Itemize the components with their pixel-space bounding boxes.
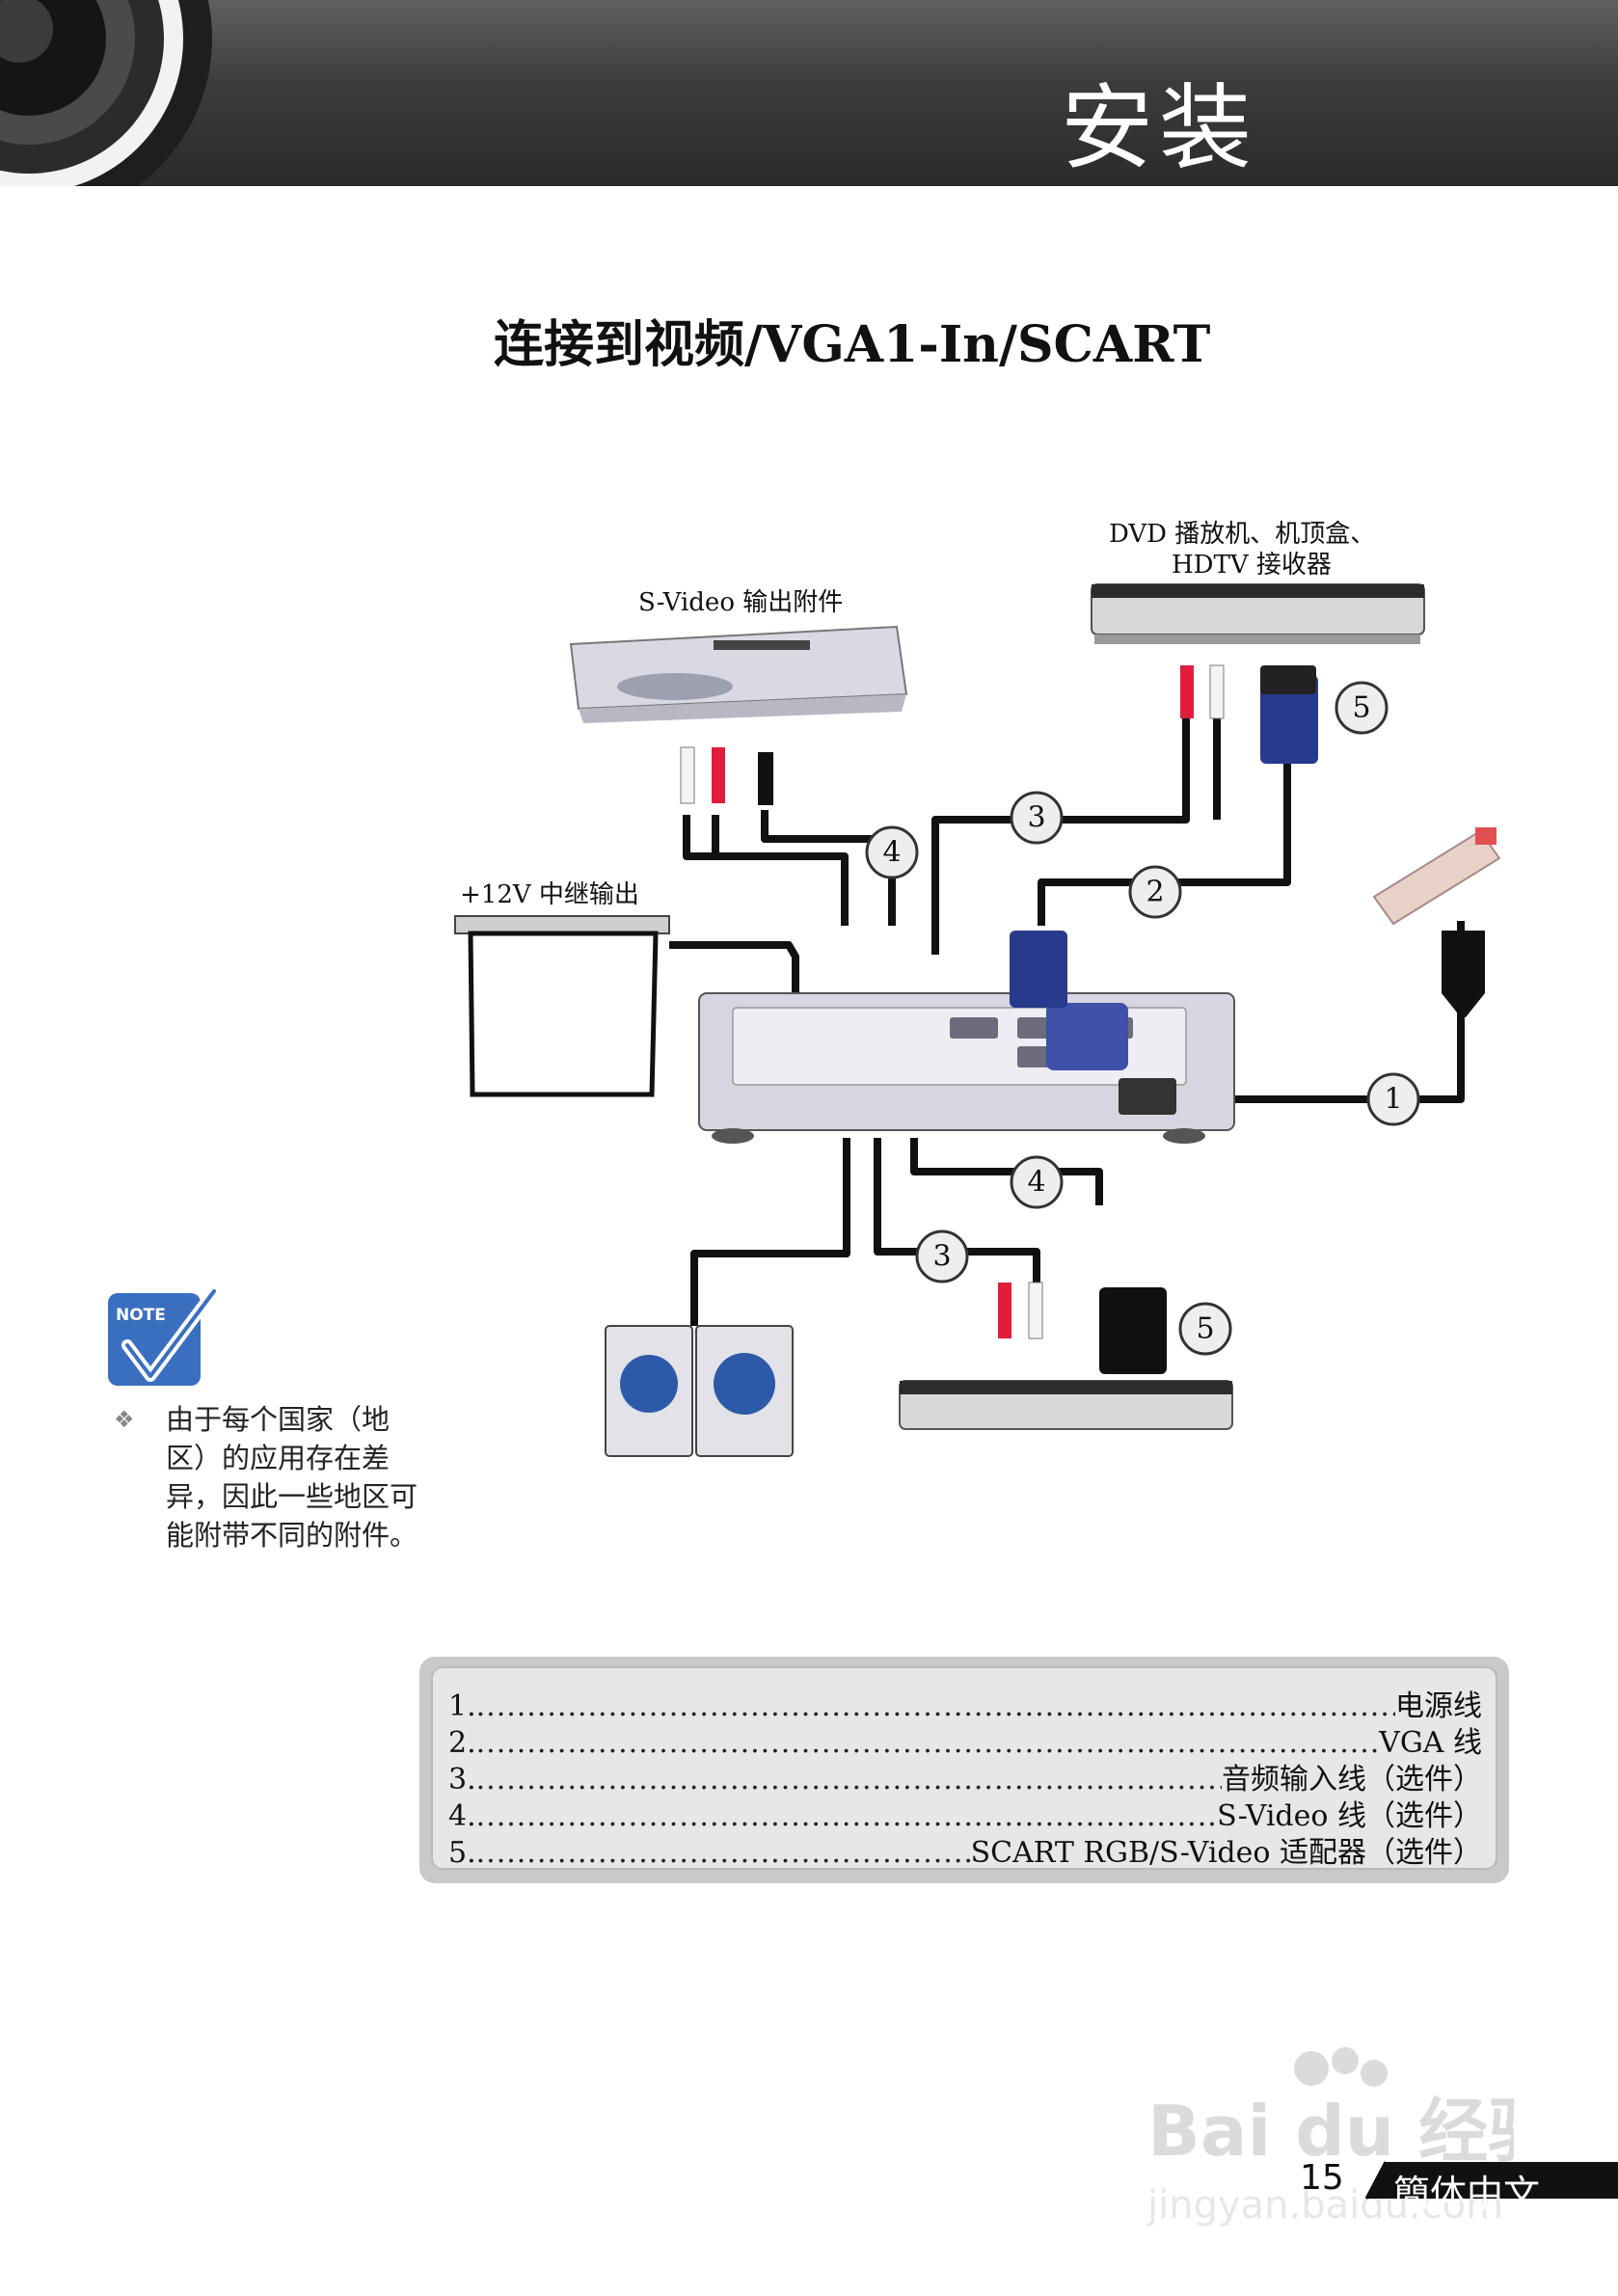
callout-3-bottom: 3 bbox=[915, 1229, 969, 1283]
projector bbox=[698, 992, 1235, 1144]
svideo-device-label: S-Video 输出附件 bbox=[638, 588, 843, 617]
svg-text:NOTE: NOTE bbox=[116, 1306, 166, 1325]
rca-plugs-bottom bbox=[998, 1282, 1043, 1339]
note-body: 由于每个国家（地区）的应用存在差异，因此一些地区可能附带不同的附件。 bbox=[166, 1403, 418, 1552]
legend-row: 5.SCART RGB/S-Video 适配器（选件） bbox=[448, 1828, 1482, 1870]
note-text: ❖ 由于每个国家（地区）的应用存在差异，因此一些地区可能附带不同的附件。 bbox=[114, 1400, 422, 1554]
projection-screen bbox=[454, 915, 670, 1097]
cable-legend: 1.电源线 2.VGA 线 3.音频输入线（选件） 4.S-Video 线（选件… bbox=[419, 1657, 1509, 1883]
callout-1: 1 bbox=[1366, 1072, 1420, 1126]
note-icon: NOTE bbox=[108, 1287, 220, 1386]
callout-5-bottom: 5 bbox=[1178, 1302, 1232, 1356]
svideo-device bbox=[569, 625, 908, 723]
dvd-label-line1: DVD 播放机、机顶盒、 bbox=[1109, 520, 1375, 549]
callout-4-top: 4 bbox=[865, 825, 919, 879]
page-title: 连接到视频/VGA1-In/SCART bbox=[494, 315, 1211, 374]
dvd-player-top bbox=[1091, 583, 1425, 644]
language-label: 簡体中文 bbox=[1393, 2173, 1541, 2215]
legend-row: 3.音频输入线（选件） bbox=[448, 1755, 1482, 1796]
vga-connector-top bbox=[1260, 675, 1318, 764]
callout-2: 2 bbox=[1128, 865, 1182, 919]
vga-connector-projector bbox=[1010, 931, 1067, 1008]
svg-text:Bai du 经验: Bai du 经验 bbox=[1147, 2091, 1514, 2172]
svg-text:4: 4 bbox=[1027, 1166, 1045, 1200]
section-title: 安装 bbox=[1061, 74, 1257, 182]
page-header: 安装 bbox=[0, 0, 1618, 186]
legend-row: 1.电源线 bbox=[448, 1682, 1482, 1723]
svg-text:3: 3 bbox=[932, 1240, 951, 1274]
diamond-bullet-icon: ❖ bbox=[114, 1406, 135, 1433]
scart-adapter-top bbox=[1260, 665, 1316, 694]
rca-plugs-top-left bbox=[680, 746, 773, 805]
svg-text:2: 2 bbox=[1146, 876, 1164, 909]
svg-text:5: 5 bbox=[1196, 1312, 1214, 1346]
legend-row: 2.VGA 线 bbox=[448, 1718, 1482, 1760]
lens-graphic bbox=[0, 0, 212, 186]
dvd-label-line2: HDTV 接收器 bbox=[1172, 551, 1332, 580]
power-strip bbox=[1372, 827, 1501, 926]
svg-text:5: 5 bbox=[1352, 691, 1370, 725]
svg-text:4: 4 bbox=[882, 836, 901, 870]
dvd-player-bottom bbox=[899, 1380, 1233, 1430]
callout-5-top: 5 bbox=[1335, 681, 1389, 735]
page-number: 15 bbox=[1300, 2158, 1344, 2198]
speakers bbox=[605, 1325, 794, 1457]
power-plug bbox=[1442, 931, 1485, 1017]
svg-text:1: 1 bbox=[1384, 1083, 1402, 1117]
footer-bar bbox=[1364, 2161, 1618, 2200]
legend-row: 4.S-Video 线（选件） bbox=[448, 1792, 1482, 1833]
callout-3-top: 3 bbox=[1010, 791, 1064, 845]
svg-text:3: 3 bbox=[1027, 801, 1045, 835]
rca-plugs-top-right bbox=[1180, 664, 1225, 719]
baidu-watermark: Bai du 经验 jingyan.baidu.com bbox=[1146, 2047, 1514, 2228]
scart-adapter-bottom bbox=[1099, 1287, 1167, 1374]
connection-diagram: DVD 播放机、机顶盒、 HDTV 接收器 S-Video 输出附件 +12V … bbox=[454, 520, 1501, 1457]
callout-4-bottom: 4 bbox=[1010, 1155, 1064, 1209]
relay-label: +12V 中继输出 bbox=[460, 880, 639, 909]
